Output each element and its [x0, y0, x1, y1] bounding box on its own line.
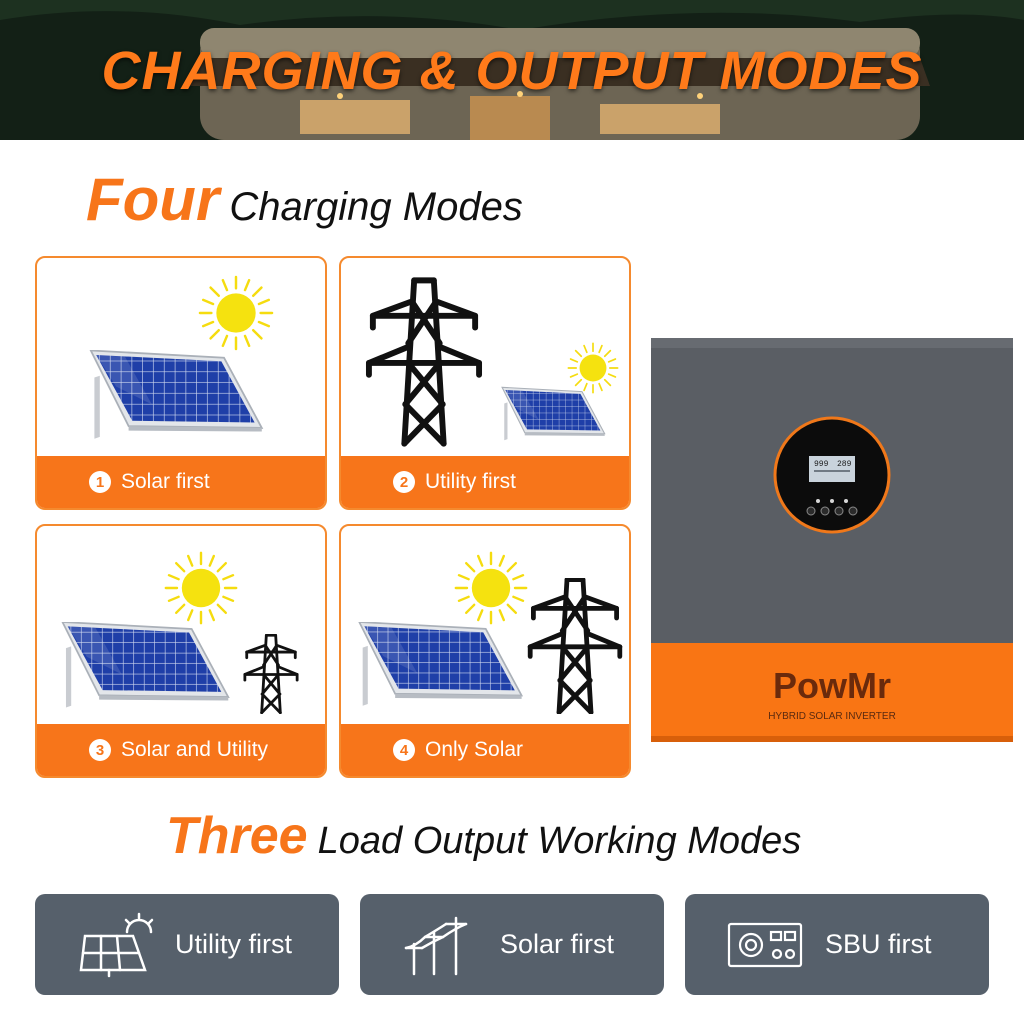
panel-button [848, 506, 858, 516]
solar-panel-sun-icon [79, 912, 154, 977]
mode-number-badge: 2 [393, 471, 415, 493]
mode-label-text: Solar first [121, 470, 210, 493]
solar-panel-icon [501, 386, 606, 441]
output-mode-label: Solar first [500, 929, 615, 959]
solar-first-illustration [89, 275, 274, 440]
output-mode-label: SBU first [825, 929, 932, 959]
status-led [844, 499, 848, 503]
charging-heading-text: Charging Modes [229, 185, 523, 229]
power-tower-icon [243, 634, 299, 714]
sun-icon [567, 342, 619, 394]
solar-panel-icon [61, 622, 230, 709]
only-solar-illustration [358, 551, 629, 722]
output-mode-label: Utility first [175, 929, 292, 959]
sun-icon [454, 551, 528, 625]
panel-button [806, 506, 816, 516]
charging-mode-label: 3 Solar and Utility [37, 724, 325, 776]
output-mode-utility-first: Utility first [35, 894, 339, 995]
charging-mode-label: 1 Solar first [37, 456, 325, 508]
solar-panel-icon [89, 350, 263, 440]
brand-logo: PowMr [773, 665, 891, 706]
output-heading-count: Three [166, 807, 308, 865]
product-subtitle: HYBRID SOLAR INVERTER [768, 711, 896, 722]
header-banner: CHARGING & OUTPUT MODES [0, 0, 1024, 140]
charging-mode-card-solar-first: 1 Solar first [35, 256, 327, 510]
status-led [816, 499, 820, 503]
power-tower-icon [530, 580, 620, 713]
panel-button [834, 506, 844, 516]
rv-camper-background [0, 0, 1024, 140]
mode-label-text: Only Solar [425, 738, 524, 761]
lcd-display [809, 456, 855, 482]
mode-label-text: Utility first [425, 470, 516, 493]
hybrid-solar-inverter-product: 999 289 PowMr HYBRID SOLAR INVERTER [651, 338, 1013, 742]
solar-panel-icon [358, 622, 523, 707]
output-mode-solar-first: Solar first [360, 894, 664, 995]
power-tower-icon [369, 280, 479, 443]
charging-mode-label: 4 Only Solar [341, 724, 629, 776]
charging-mode-card-solar-and-utility: 3 Solar and Utility [35, 524, 327, 778]
sun-icon [164, 551, 238, 625]
output-heading-text: Load Output Working Modes [317, 820, 802, 862]
charging-mode-card-only-solar: 4 Only Solar [339, 524, 631, 778]
banner-title: CHARGING & OUTPUT MODES [101, 41, 923, 101]
lcd-left-readout: 999 [814, 460, 829, 469]
solar-and-utility-illustration [61, 551, 299, 714]
mode-number-badge: 3 [89, 739, 111, 761]
mode-label-text: Solar and Utility [121, 738, 269, 761]
charging-heading-count: Four [86, 166, 220, 233]
charging-mode-card-utility-first: 2 Utility first [339, 256, 631, 510]
mode-number-badge: 1 [89, 471, 111, 493]
mode-number-badge: 4 [393, 739, 415, 761]
output-mode-sbu-first: SBU first [685, 894, 989, 995]
utility-first-illustration [341, 258, 619, 454]
panel-button [820, 506, 830, 516]
lcd-right-readout: 289 [837, 460, 852, 469]
inverter-icon [727, 922, 803, 967]
power-pole-icon [404, 916, 468, 975]
charging-mode-label: 2 Utility first [341, 456, 629, 508]
sun-icon [198, 275, 274, 351]
status-led [830, 499, 834, 503]
